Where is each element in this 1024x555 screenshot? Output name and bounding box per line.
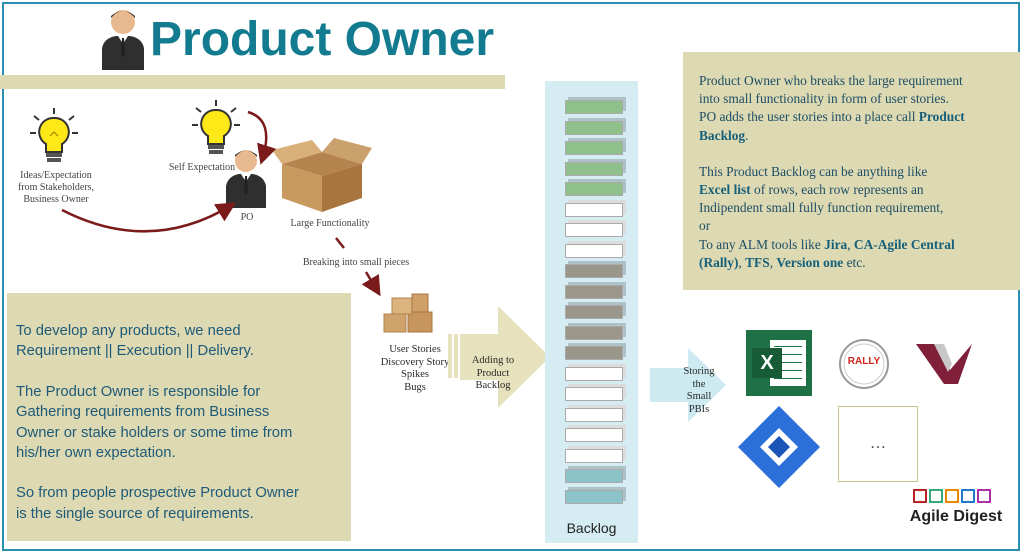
backlog-item [565, 305, 623, 319]
note-bold: Jira [824, 236, 848, 252]
backlog-item [565, 428, 623, 442]
note-text: Requirement || Execution || Delivery. [16, 343, 254, 360]
note-bold: Version one [776, 254, 844, 270]
backlog-item [565, 346, 623, 360]
self-expectation-label: Self Expectation [168, 162, 236, 173]
note-bold: CA-Agile Central [853, 236, 955, 252]
backlog-item [565, 387, 623, 401]
right-note-panel: Product Owner who breaks the large requi… [683, 52, 1020, 290]
note-text: To any ALM tools like [699, 236, 825, 252]
rally-label: RALLY [847, 356, 881, 367]
backlog-item [565, 202, 623, 217]
adding-line: Adding to [471, 355, 515, 366]
lightbulb-icon [192, 100, 240, 154]
note-text: or [699, 218, 711, 234]
backlog-item [565, 325, 623, 340]
note-text: So from people prospective Product Owner [16, 485, 299, 502]
product-owner-icon [226, 150, 266, 208]
backlog-item [565, 223, 623, 237]
note-text: of rows, each row represents an [750, 182, 924, 198]
storing-line: Small [686, 391, 712, 402]
note-text: Product Owner who breaks the large requi… [699, 73, 963, 88]
storing-line: PBIs [688, 403, 710, 415]
note-text: , [769, 254, 777, 270]
note-bold: (Rally) [699, 254, 739, 270]
pieces-list: User Stories Discovery Story Spikes Bugs [370, 344, 460, 394]
piece-label: Spikes [400, 369, 429, 380]
backlog-item [565, 264, 623, 278]
note-text: Gathering requirements from Business [16, 404, 270, 421]
storing-label: Storing the Small PBIs [676, 366, 722, 416]
excel-letter: X [752, 348, 782, 378]
backlog-item [565, 161, 623, 176]
other-tools-box: … [838, 406, 918, 482]
backlog-item [565, 284, 623, 299]
rally-icon [839, 339, 889, 389]
version-one-icon [916, 344, 972, 384]
backlog-item [565, 243, 623, 258]
backlog-item [565, 182, 623, 196]
backlog-item [565, 120, 623, 135]
large-functionality-label: Large Functionality [290, 218, 370, 229]
brand-name: Agile Digest [909, 508, 1003, 525]
note-text: into small functionality in form of user… [699, 91, 949, 107]
po-label: PO [240, 212, 254, 223]
adding-line: Product [476, 367, 510, 379]
agile-digest-logo-icon [913, 489, 991, 503]
note-text: , [738, 254, 746, 270]
backlog-item [565, 100, 623, 114]
piece-label: Bugs [404, 381, 426, 393]
note-text: , [847, 236, 854, 252]
adding-line: Backlog [475, 380, 511, 391]
note-text: PO adds the user stories into a place ca… [699, 109, 919, 125]
note-bold: Excel list [699, 182, 751, 198]
note-bold: TFS [745, 254, 770, 270]
flow-arrows [61, 110, 381, 297]
backlog-item [565, 469, 623, 483]
excel-icon: X [746, 330, 812, 396]
storing-arrow [650, 348, 726, 422]
backlog-item [565, 448, 623, 463]
ideas-label: Ideas/Expectation from Stakeholders, Bus… [17, 170, 95, 205]
note-text: . [745, 127, 749, 143]
cardboard-box-icon [272, 138, 372, 212]
small-boxes-icon [383, 293, 433, 333]
note-bold: Backlog [699, 127, 746, 143]
lightbulb-icon [30, 108, 78, 162]
note-text: Indipendent small fully function require… [699, 200, 944, 216]
note-text: his/her own expectation. [16, 445, 176, 462]
title-underline-bar [0, 75, 505, 89]
backlog-item [565, 366, 623, 381]
backlog-item [565, 489, 623, 504]
jira-icon [738, 406, 820, 488]
note-bold: Product [918, 109, 965, 125]
backlog-item [565, 141, 623, 155]
ellipsis-text: … [870, 435, 886, 452]
page-title: Product Owner [150, 13, 495, 66]
breaking-label: Breaking into small pieces [302, 257, 410, 268]
add-to-backlog-arrow [448, 306, 550, 408]
note-text: etc. [843, 254, 866, 270]
person-icon [102, 10, 144, 70]
note-text: Owner or stake holders or some time from [16, 424, 293, 441]
note-text: This Product Backlog can be anything lik… [699, 163, 928, 179]
backlog-item [565, 407, 623, 422]
storing-line: Storing [683, 366, 715, 377]
adding-label: Adding to Product Backlog [462, 355, 524, 393]
piece-label: User Stories [389, 344, 441, 355]
note-text: The Product Owner is responsible for [16, 383, 261, 400]
storing-line: the [692, 378, 706, 390]
piece-label: Discovery Story [380, 356, 450, 368]
note-text: To develop any products, we need [16, 323, 241, 339]
backlog-label: Backlog [566, 520, 617, 536]
note-text: is the single source of requirements. [16, 505, 254, 522]
left-note-panel: To develop any products, we need Require… [7, 293, 351, 541]
